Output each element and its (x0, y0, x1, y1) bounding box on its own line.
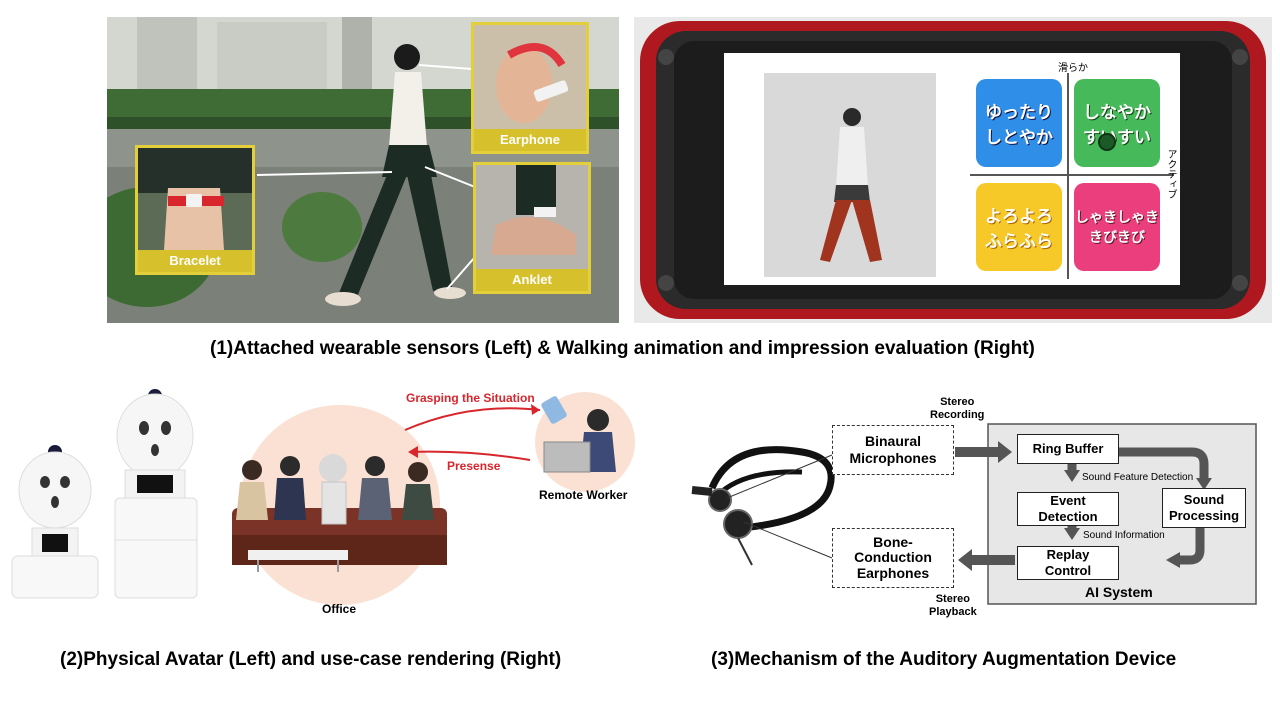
replay-control-box: Replay Control (1017, 546, 1119, 580)
quadrant-1: ゆったり しとやか (976, 79, 1062, 167)
avatar-usecase-illustration (11, 389, 635, 605)
wrist-image (138, 148, 252, 250)
sound-feature-label: Sound Feature Detection (1082, 472, 1194, 483)
evaluation-marker (1098, 133, 1116, 151)
binaural-microphones-box: Binaural Microphones (832, 425, 954, 475)
event-detection-box: Event Detection (1017, 492, 1119, 526)
quadrant-4: しゃきしゃき きびきび (1074, 183, 1160, 271)
grasping-arrow (404, 407, 541, 431)
ring-buffer-box: Ring Buffer (1017, 434, 1119, 464)
anklet-inset: Anklet (473, 162, 591, 294)
office-workers (236, 456, 434, 520)
quadrant-3: よろよろ ふらふら (976, 183, 1062, 271)
office-label: Office (322, 602, 357, 616)
axis-top-label: 滑らか (1058, 63, 1088, 74)
ai-system-label: AI System (1085, 584, 1153, 600)
remote-worker-label: Remote Worker (539, 488, 628, 502)
input-arrow (955, 441, 1012, 463)
bone-conduction-headset (691, 446, 835, 566)
grasping-label: Grasping the Situation (406, 391, 535, 405)
bracelet-inset: Bracelet (135, 145, 255, 275)
caption-panel3: (3)Mechanism of the Auditory Augmentatio… (711, 649, 1177, 670)
bracelet-label: Bracelet (138, 250, 252, 272)
sound-processing-box: Sound Processing (1162, 488, 1246, 528)
axis-right-label: アクティブ (1165, 149, 1176, 199)
presence-label: Presense (447, 459, 501, 473)
earphone-label: Earphone (474, 129, 586, 151)
sound-information-label: Sound Information (1083, 530, 1165, 541)
smartphone-icon (541, 396, 567, 424)
small-avatar (11, 445, 99, 599)
office-avatar (319, 454, 347, 525)
quadrant-2: しなやか すいすい (1074, 79, 1160, 167)
earphone-inset: Earphone (471, 22, 589, 154)
ankle-image (476, 165, 588, 269)
stereo-playback-label: Stereo Playback (929, 593, 977, 618)
large-avatar (114, 389, 198, 599)
output-arrow (958, 549, 1015, 571)
stereo-recording-label: Stereo Recording (930, 396, 985, 421)
bone-conduction-earphones-box: Bone- Conduction Earphones (832, 528, 954, 588)
caption-panel1: (1)Attached wearable sensors (Left) & Wa… (210, 338, 1035, 359)
walking-animation-phone: 滑らか アクティブ ゆったり しとやか しなやか すいすい よろよろ ふらふら … (634, 17, 1272, 323)
wearable-sensors-photo: Earphone Bracelet Anklet (107, 17, 619, 323)
ear-image (474, 25, 586, 129)
presence-arrow (409, 450, 531, 461)
caption-panel2: (2)Physical Avatar (Left) and use-case r… (60, 649, 562, 670)
anklet-label: Anklet (476, 269, 588, 291)
